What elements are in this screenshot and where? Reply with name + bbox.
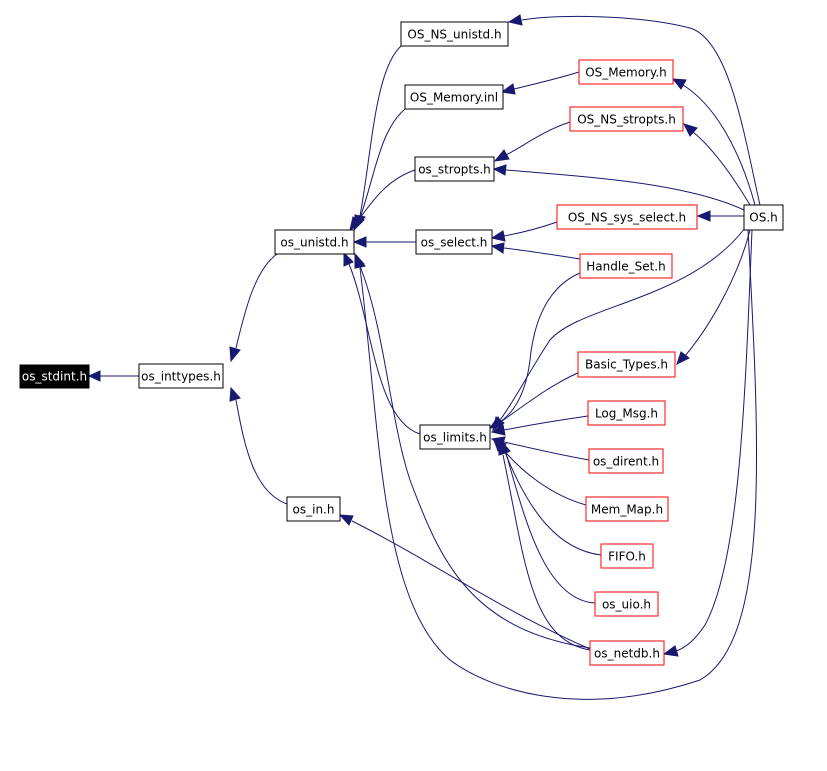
arrowhead xyxy=(229,386,241,402)
node-os-limits[interactable]: os_limits.h xyxy=(419,424,491,450)
node-label: Mem_Map.h xyxy=(591,503,663,517)
arrowhead xyxy=(696,210,711,222)
edge-os-h-to-os-limits xyxy=(499,227,746,421)
node-label: OS_NS_unistd.h xyxy=(407,28,501,42)
node-label: os_netdb.h xyxy=(594,647,660,661)
edge-mem-map-to-os-limits xyxy=(501,447,587,506)
arrowhead xyxy=(498,441,509,456)
arrowhead xyxy=(343,251,354,267)
node-basic-types[interactable]: Basic_Types.h xyxy=(577,351,676,378)
node-label: Basic_Types.h xyxy=(585,358,668,372)
node-os-inttypes[interactable]: os_inttypes.h xyxy=(138,363,224,389)
arrowhead xyxy=(500,83,516,95)
node-label: os_dirent.h xyxy=(593,455,659,469)
edge-os-h-to-os-ns-stropts xyxy=(692,131,751,206)
edge-os-h-to-os-unistd-loop xyxy=(359,229,758,700)
node-os-ns-stropts[interactable]: OS_NS_stropts.h xyxy=(569,106,684,132)
edge-os-dirent-to-os-limits xyxy=(503,441,590,461)
arrowhead xyxy=(492,164,507,176)
node-os-netdb[interactable]: os_netdb.h xyxy=(589,640,665,666)
node-label: os_inttypes.h xyxy=(141,370,221,384)
node-label: Handle_Set.h xyxy=(586,260,665,274)
node-os-select[interactable]: os_select.h xyxy=(415,229,493,255)
node-label: os_stropts.h xyxy=(418,163,491,177)
node-label: Log_Msg.h xyxy=(595,407,658,421)
node-label: OS.h xyxy=(749,211,777,225)
node-os-ns-sys-select[interactable]: OS_NS_sys_select.h xyxy=(556,204,698,230)
node-os-memory-h[interactable]: OS_Memory.h xyxy=(578,59,674,85)
node-fifo[interactable]: FIFO.h xyxy=(600,543,654,569)
nodes: os_stdint.h os_inttypes.h os_unistd.h os… xyxy=(19,21,784,666)
node-handle-set[interactable]: Handle_Set.h xyxy=(579,253,673,279)
arrowhead xyxy=(349,216,362,232)
arrowhead xyxy=(676,351,690,365)
edge-os-h-to-os-stropts xyxy=(505,169,745,211)
edge-os-h-to-os-ns-unistd xyxy=(521,15,761,206)
arrowhead xyxy=(671,78,687,90)
edge-os-unistd-to-os-inttypes xyxy=(235,253,278,349)
arrowhead xyxy=(507,14,523,26)
node-os-dirent[interactable]: os_dirent.h xyxy=(588,448,664,474)
edge-fifo-to-os-limits xyxy=(504,451,602,556)
edge-os-h-to-os-netdb xyxy=(675,229,753,652)
node-mem-map[interactable]: Mem_Map.h xyxy=(585,496,669,522)
node-label: os_limits.h xyxy=(423,431,487,445)
arrowhead xyxy=(229,346,241,363)
node-os-unistd[interactable]: os_unistd.h xyxy=(274,229,355,255)
edge-os-ns-unistd-to-os-unistd xyxy=(359,45,402,217)
arrowhead xyxy=(355,254,366,269)
edge-os-uio-to-os-limits xyxy=(505,452,596,604)
arrowhead xyxy=(683,123,698,137)
arrowhead xyxy=(493,149,510,162)
node-os-uio[interactable]: os_uio.h xyxy=(594,591,659,617)
edge-os-stropts-to-os-unistd xyxy=(356,169,416,223)
arrowhead xyxy=(490,230,506,242)
arrowhead xyxy=(490,424,506,436)
edge-os-memory-inl-to-os-unistd xyxy=(359,108,406,219)
node-label: os_select.h xyxy=(421,236,488,250)
edge-os-ns-stropts-to-os-stropts xyxy=(505,121,571,156)
edge-handle-set-to-os-limits xyxy=(499,269,589,423)
edge-os-netdb-to-os-in xyxy=(351,520,591,650)
edge-os-in-to-os-inttypes xyxy=(235,399,291,506)
edge-os-limits-to-os-unistd xyxy=(348,263,421,435)
node-label: os_uio.h xyxy=(602,598,651,612)
edge-handle-set-to-os-select xyxy=(503,247,581,260)
node-os-memory-inl[interactable]: OS_Memory.inl xyxy=(404,84,504,110)
arrowhead xyxy=(352,236,367,248)
edge-os-memory-h-to-os-memory-inl xyxy=(513,71,580,90)
node-log-msg[interactable]: Log_Msg.h xyxy=(587,400,666,426)
edge-os-ns-sys-select-to-os-select xyxy=(503,221,558,237)
arrowhead xyxy=(662,645,679,657)
node-label: os_unistd.h xyxy=(280,236,348,250)
node-os-in[interactable]: os_in.h xyxy=(286,496,341,522)
edge-os-netdb-to-os-limits xyxy=(502,454,591,651)
node-label: os_stdint.h xyxy=(22,370,87,384)
node-os-h[interactable]: OS.h xyxy=(743,204,784,231)
edges xyxy=(87,14,761,700)
arrowhead xyxy=(87,370,101,382)
edge-os-h-to-os-memory-h xyxy=(682,84,756,206)
node-os-stdint[interactable]: os_stdint.h xyxy=(19,364,90,389)
node-label: OS_Memory.inl xyxy=(410,91,498,105)
node-label: OS_Memory.h xyxy=(585,66,667,80)
node-os-ns-unistd[interactable]: OS_NS_unistd.h xyxy=(400,21,509,47)
arrowhead xyxy=(490,242,505,254)
node-label: FIFO.h xyxy=(608,550,646,564)
node-label: OS_NS_stropts.h xyxy=(577,113,676,127)
node-os-stropts[interactable]: os_stropts.h xyxy=(414,156,495,182)
arrowhead xyxy=(492,416,505,432)
node-label: OS_NS_sys_select.h xyxy=(568,211,686,225)
node-label: os_in.h xyxy=(293,503,335,517)
edge-os-h-to-basic-types xyxy=(684,229,751,357)
edge-log-msg-to-os-limits xyxy=(503,415,589,431)
edge-basic-types-to-os-limits xyxy=(501,371,581,422)
arrowhead xyxy=(338,514,354,526)
edge-os-netdb-to-os-unistd xyxy=(359,265,591,649)
